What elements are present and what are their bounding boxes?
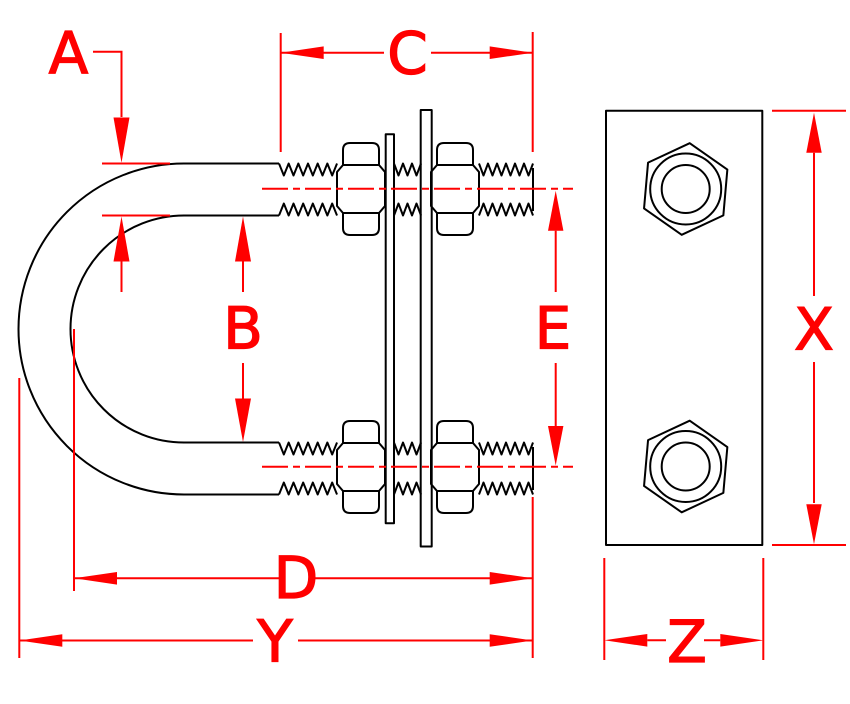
arrowhead-left <box>74 572 117 585</box>
dimension-a: A <box>48 19 170 292</box>
arrowhead-right <box>720 634 764 647</box>
arrowhead-left <box>19 634 63 647</box>
arrowhead-left <box>604 634 648 647</box>
nut-chamfer-circle <box>649 152 723 226</box>
arrowhead-up <box>548 190 564 231</box>
nut-chamfer-circle <box>649 430 723 503</box>
bolt-hole-circle <box>660 441 711 492</box>
hex-nut-side-bottom-inner <box>336 420 386 514</box>
plate-outline <box>605 109 764 546</box>
arrowhead-left <box>280 46 324 59</box>
dimension-c: C <box>279 19 534 152</box>
top-leg-threads <box>278 162 534 217</box>
arrowhead-up <box>235 216 251 262</box>
hex-nut-hexagon <box>643 419 729 514</box>
u-bend-inner-arc <box>69 214 185 444</box>
plate-front-view <box>605 109 764 546</box>
washer-plate-section <box>384 133 395 525</box>
arrowhead-down <box>806 504 822 545</box>
arrowhead-down <box>235 398 251 442</box>
arrowhead-down <box>113 117 130 163</box>
dimension-label-b: B <box>223 295 263 363</box>
arrowhead-right <box>489 46 533 59</box>
hex-nut-side-top-inner <box>336 142 386 236</box>
u-bolt-side-view <box>17 109 534 548</box>
bolt-hole-circle <box>660 164 711 214</box>
top-leg-shank <box>184 162 279 217</box>
dimension-b: B <box>222 216 264 442</box>
leader-line <box>93 50 123 117</box>
hex-nut-front-top <box>643 142 729 236</box>
dimension-y: Y <box>18 378 533 676</box>
arrowhead-down <box>548 426 564 466</box>
backing-plate-section <box>419 109 433 548</box>
dimension-label-a: A <box>49 20 89 88</box>
dimension-label-e: E <box>535 295 572 363</box>
arrowhead-up <box>806 112 822 153</box>
dimension-label-y: Y <box>256 608 293 676</box>
dimension-label-d: D <box>274 544 319 612</box>
dimension-d: D <box>73 329 534 658</box>
hex-nut-front-bottom <box>643 419 729 514</box>
dimension-x: X <box>772 109 846 546</box>
hex-nut-side-bottom-outer <box>430 420 480 514</box>
centerlines <box>262 187 573 468</box>
dimension-label-z: Z <box>667 608 707 676</box>
dimension-z: Z <box>603 558 765 677</box>
hex-nut-hexagon <box>643 142 729 236</box>
arrowhead-right <box>489 634 533 647</box>
dimension-label-x: X <box>794 296 834 364</box>
u-bend-outer-arc <box>17 162 185 496</box>
arrowhead-up <box>113 216 130 262</box>
bottom-leg-threads <box>278 441 534 496</box>
dimension-e: E <box>534 190 572 466</box>
arrowhead-right <box>489 572 533 585</box>
bottom-leg-shank <box>184 441 279 496</box>
dimension-label-c: C <box>387 20 428 88</box>
hex-nut-side-top-outer <box>430 142 480 236</box>
